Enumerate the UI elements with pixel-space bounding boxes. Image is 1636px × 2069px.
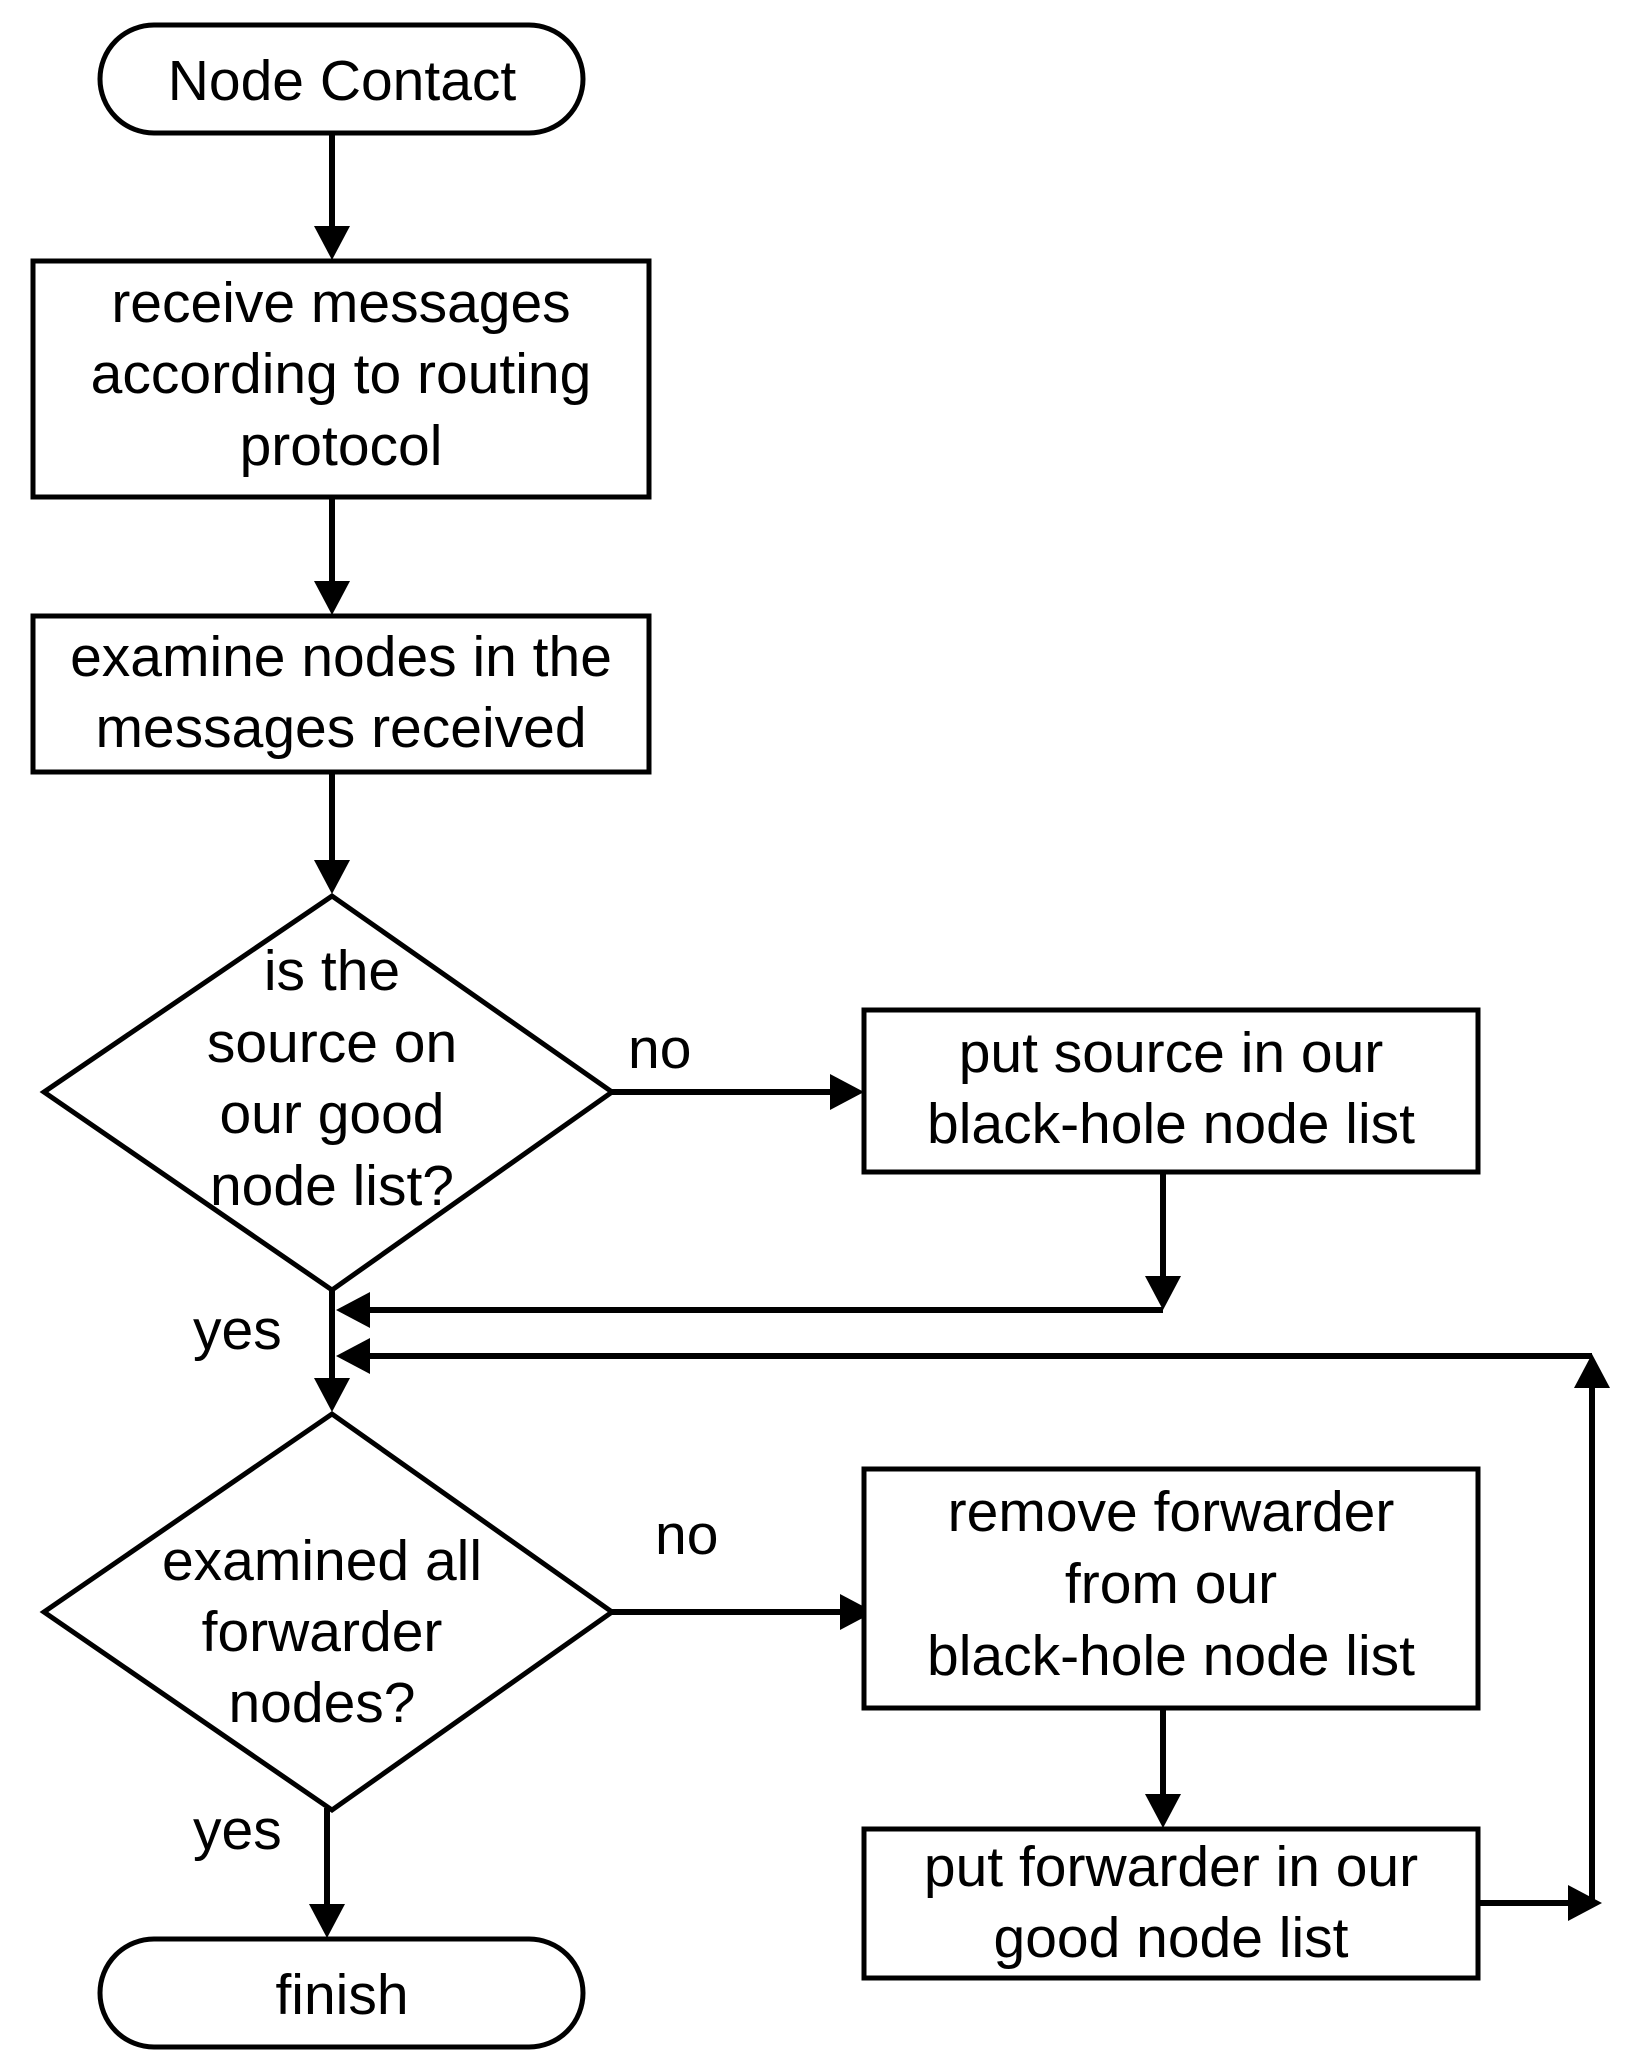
- remove-line-3: black-hole node list: [927, 1624, 1415, 1688]
- remove-line-1: remove forwarder: [948, 1480, 1395, 1544]
- start-label: Node Contact: [168, 49, 517, 113]
- arrowhead-down-decision-forwarders: [314, 1378, 350, 1412]
- arrowhead-down-good: [1145, 1794, 1181, 1828]
- receive-line-2: according to routing: [91, 342, 592, 406]
- arrowhead-down-receive: [314, 226, 350, 260]
- decision-source-on-good-list: [39, 892, 617, 1294]
- arrowhead-right-blackhole: [830, 1074, 864, 1110]
- put-forwarder-good-box: [861, 1826, 1481, 1981]
- edge-label-forwarders-no: no: [655, 1503, 718, 1567]
- finish-label: finish: [275, 1963, 408, 2027]
- remove-line-2: from our: [1065, 1552, 1277, 1616]
- edge-label-source-yes: yes: [193, 1298, 282, 1362]
- blackhole-line-1: put source in our: [959, 1021, 1384, 1085]
- blackhole-line-2: black-hole node list: [927, 1092, 1415, 1156]
- decision-forwarders-line-1: examined all: [162, 1529, 482, 1593]
- decision-source-line-3: our good: [219, 1082, 444, 1146]
- put-source-blackhole-box: [861, 1007, 1481, 1175]
- decision-forwarders-line-2: forwarder: [202, 1600, 443, 1664]
- arrowhead-right-remove: [840, 1594, 874, 1630]
- decision-forwarders-line-3: nodes?: [228, 1671, 415, 1735]
- examine-line-1: examine nodes in the: [70, 625, 612, 689]
- decision-source-line-2: source on: [207, 1011, 457, 1075]
- finish-terminal: [97, 1936, 586, 2050]
- arrowhead-left-join-2: [336, 1338, 370, 1374]
- good-line-2: good node list: [994, 1906, 1349, 1970]
- receive-messages-box: [30, 258, 652, 500]
- arrowhead-up-loop: [1574, 1354, 1610, 1388]
- arrowhead-down-blackhole-return: [1145, 1276, 1181, 1310]
- arrowhead-down-decision-source: [314, 860, 350, 894]
- decision-source-line-1: is the: [264, 939, 400, 1003]
- start-terminal: [97, 22, 586, 136]
- receive-line-1: receive messages: [111, 271, 570, 335]
- arrowhead-right-good: [1568, 1885, 1602, 1921]
- arrowhead-down-examine: [314, 581, 350, 615]
- arrowhead-left-join-1: [336, 1292, 370, 1328]
- edge-label-source-no: no: [628, 1017, 691, 1081]
- good-line-1: put forwarder in our: [924, 1835, 1418, 1899]
- decision-examined-all-forwarders: [39, 1410, 617, 1814]
- examine-nodes-box: [30, 613, 652, 775]
- examine-line-2: messages received: [95, 696, 586, 760]
- decision-source-line-4: node list?: [210, 1154, 454, 1218]
- receive-line-3: protocol: [240, 414, 443, 478]
- edge-label-forwarders-yes: yes: [193, 1798, 282, 1862]
- arrowhead-down-finish: [309, 1904, 345, 1938]
- remove-forwarder-box: [861, 1466, 1481, 1711]
